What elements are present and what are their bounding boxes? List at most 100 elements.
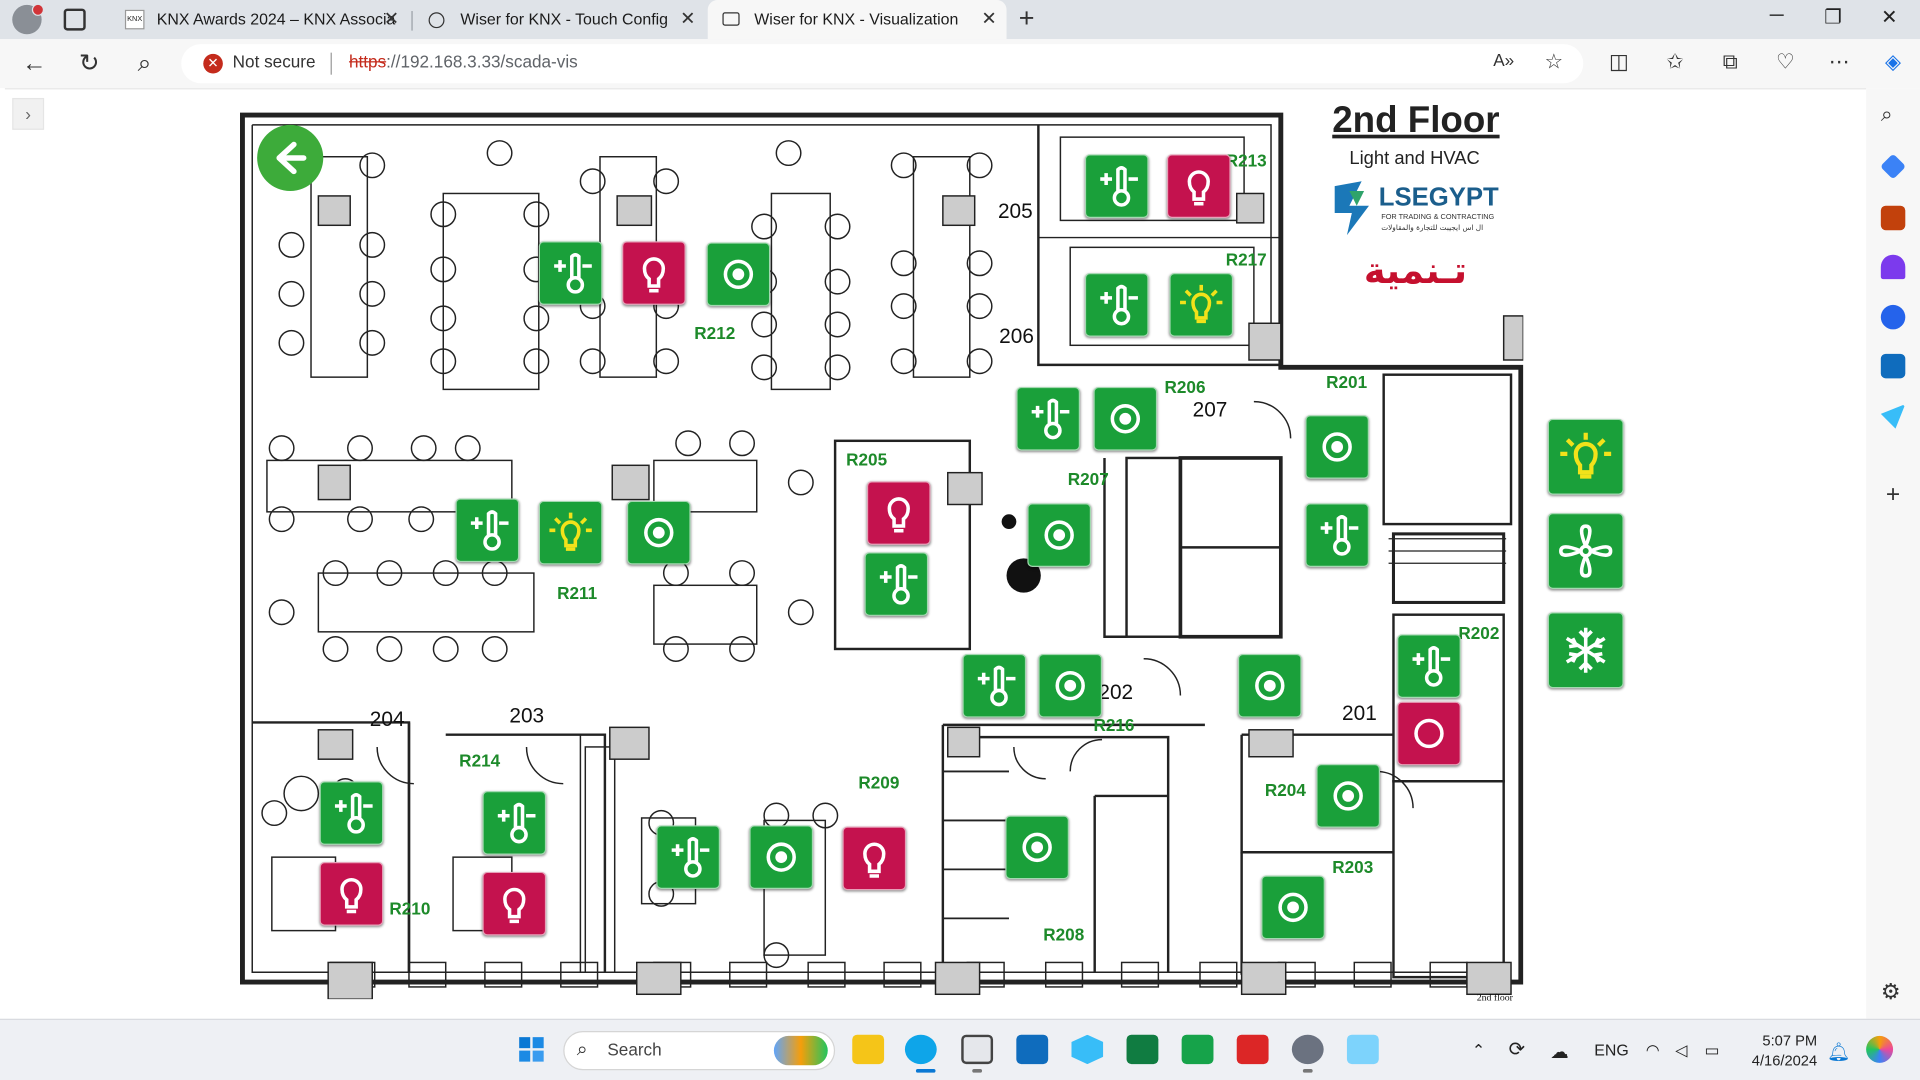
windows-start-icon[interactable] bbox=[518, 1036, 545, 1063]
edge-sidebar bbox=[1866, 88, 1920, 1019]
url-text[interactable]: https://192.168.3.33/scada-vis bbox=[348, 51, 578, 72]
address-bar[interactable] bbox=[181, 44, 1584, 84]
new-tab-button[interactable]: + bbox=[1018, 2, 1035, 34]
more-options-icon[interactable]: ⋯ bbox=[1828, 50, 1850, 74]
lsegypt-logo: LSEGYPT FOR TRADING & CONTRACTING ال اس … bbox=[1334, 181, 1499, 236]
tanmia-logo: تـنمية bbox=[1364, 249, 1467, 292]
thermostat-widget[interactable] bbox=[538, 241, 603, 305]
spreadsheet-app-icon[interactable] bbox=[1181, 1034, 1214, 1065]
light-bulb-on-widget[interactable] bbox=[1547, 418, 1624, 495]
snowflake-widget[interactable] bbox=[1547, 612, 1624, 689]
light-bulb-off-widget[interactable] bbox=[1166, 154, 1231, 218]
anydesk-icon[interactable] bbox=[1236, 1034, 1269, 1065]
tab-visualization[interactable]: Wiser for KNX - Visualization ✕ bbox=[707, 0, 1007, 40]
sidebar-search-icon[interactable]: ⌕ bbox=[1880, 102, 1893, 127]
light-bulb-on-widget[interactable] bbox=[1169, 273, 1234, 337]
edge-browser-icon[interactable] bbox=[904, 1034, 937, 1065]
thermostat-widget[interactable] bbox=[1397, 634, 1461, 698]
split-screen-icon[interactable]: ◫ bbox=[1608, 50, 1629, 74]
sensor-widget[interactable] bbox=[749, 825, 814, 889]
close-window-button[interactable]: ✕ bbox=[1881, 7, 1898, 29]
close-icon[interactable]: ✕ bbox=[680, 8, 696, 30]
refresh-icon[interactable]: ↻ bbox=[79, 50, 100, 78]
profile-avatar[interactable] bbox=[12, 3, 45, 35]
remote-desktop-icon[interactable] bbox=[961, 1034, 994, 1065]
sensor-widget[interactable] bbox=[1005, 815, 1069, 880]
collections-icon[interactable]: ⧉ bbox=[1722, 50, 1738, 74]
sensor-widget[interactable] bbox=[626, 500, 691, 565]
thermostat-widget[interactable] bbox=[1084, 273, 1149, 337]
light-bulb-on-widget[interactable] bbox=[538, 500, 603, 565]
not-secure-icon[interactable]: ✕ bbox=[203, 53, 223, 74]
sensor-widget[interactable] bbox=[1316, 764, 1381, 828]
sensor-widget[interactable] bbox=[1305, 415, 1369, 479]
thermostat-widget[interactable] bbox=[319, 781, 384, 845]
light-bulb-off-widget[interactable] bbox=[622, 241, 686, 305]
show-hidden-icons[interactable]: ⌃ bbox=[1471, 1040, 1486, 1060]
maximize-button[interactable]: ❐ bbox=[1824, 7, 1842, 29]
sensor-widget[interactable] bbox=[1261, 875, 1325, 940]
wifi-icon[interactable]: ◠ bbox=[1645, 1040, 1660, 1060]
thermostat-widget[interactable] bbox=[1084, 154, 1149, 218]
sidebar-settings-icon[interactable]: ⚙ bbox=[1880, 979, 1901, 1005]
sidebar-add-icon[interactable]: + bbox=[1885, 481, 1901, 509]
thermostat-widget[interactable] bbox=[1305, 503, 1369, 567]
settings-app-icon[interactable] bbox=[1291, 1034, 1324, 1065]
snipping-tool-icon[interactable] bbox=[1346, 1034, 1379, 1065]
power-widget[interactable] bbox=[1397, 701, 1461, 766]
close-icon[interactable]: ✕ bbox=[383, 8, 400, 30]
expand-panel-button[interactable]: › bbox=[12, 97, 45, 130]
sensor-widget[interactable] bbox=[1237, 653, 1302, 718]
fan-widget[interactable] bbox=[1547, 513, 1624, 589]
taskbar-clock[interactable]: 5:07 PM 4/16/2024 bbox=[1744, 1031, 1817, 1070]
light-bulb-off-widget[interactable] bbox=[482, 871, 547, 936]
thermostat-widget[interactable] bbox=[962, 653, 1027, 718]
clock-time: 5:07 PM bbox=[1762, 1032, 1818, 1050]
sidebar-outlook-icon[interactable] bbox=[1880, 353, 1906, 379]
copilot-icon[interactable]: ◈ bbox=[1885, 50, 1902, 74]
tab-knx-awards[interactable]: KNX KNX Awards 2024 – KNX Associa ✕ bbox=[110, 0, 409, 39]
sensor-widget[interactable] bbox=[1038, 653, 1103, 718]
sidebar-tools-icon[interactable] bbox=[1880, 205, 1906, 231]
excel-icon[interactable] bbox=[1126, 1034, 1159, 1065]
back-navigation-button[interactable] bbox=[257, 124, 324, 192]
language-indicator[interactable]: ENG bbox=[1594, 1040, 1629, 1060]
tab-actions-icon[interactable] bbox=[63, 8, 86, 31]
thermostat-widget[interactable] bbox=[656, 825, 721, 889]
tab-touch-config[interactable]: Wiser for KNX - Touch Config ✕ bbox=[414, 0, 705, 39]
sync-icon[interactable]: ⟳ bbox=[1508, 1039, 1525, 1061]
search-icon[interactable]: ⌕ bbox=[137, 50, 152, 78]
thermostat-widget[interactable] bbox=[455, 498, 520, 563]
light-bulb-off-widget[interactable] bbox=[319, 862, 384, 926]
outlook-icon[interactable] bbox=[1016, 1034, 1049, 1065]
sidebar-microsoft365-icon[interactable] bbox=[1880, 304, 1906, 330]
thermostat-widget[interactable] bbox=[864, 552, 929, 616]
copilot-taskbar-icon[interactable] bbox=[1866, 1035, 1894, 1063]
minimize-button[interactable]: ─ bbox=[1769, 4, 1784, 26]
thermostat-widget[interactable] bbox=[482, 791, 547, 855]
close-icon[interactable]: ✕ bbox=[981, 8, 997, 30]
favorites-icon[interactable]: ✩ bbox=[1666, 50, 1684, 74]
read-aloud-icon[interactable]: A» bbox=[1493, 50, 1515, 70]
light-bulb-off-widget[interactable] bbox=[866, 481, 931, 545]
floor-plan bbox=[240, 112, 1524, 1000]
thermostat-widget[interactable] bbox=[1016, 386, 1081, 451]
battery-icon[interactable]: ▭ bbox=[1704, 1040, 1720, 1060]
not-secure-label[interactable]: Not secure bbox=[232, 51, 316, 72]
onedrive-icon[interactable]: ☁ bbox=[1550, 1042, 1569, 1063]
sensor-widget[interactable] bbox=[706, 242, 771, 307]
light-bulb-off-widget[interactable] bbox=[842, 826, 907, 891]
svg-text:ال اس ايجيبت للتجارة والمقاولا: ال اس ايجيبت للتجارة والمقاولات bbox=[1381, 223, 1483, 232]
back-icon[interactable]: ← bbox=[22, 50, 47, 78]
room-label-r217: R217 bbox=[1225, 249, 1267, 270]
browser-essentials-icon[interactable]: ♡ bbox=[1775, 50, 1795, 74]
file-explorer-icon[interactable] bbox=[852, 1034, 885, 1065]
taskbar-search-text[interactable]: Search bbox=[607, 1039, 662, 1060]
sensor-widget[interactable] bbox=[1093, 386, 1158, 451]
notification-bell-icon[interactable]: 🔔︎ bbox=[1826, 1042, 1851, 1063]
favorite-star-icon[interactable]: ☆ bbox=[1544, 50, 1564, 74]
room-label-r208: R208 bbox=[1043, 924, 1085, 945]
volume-icon[interactable]: ◁ bbox=[1675, 1040, 1688, 1060]
sensor-widget[interactable] bbox=[1027, 503, 1092, 567]
sidebar-games-icon[interactable] bbox=[1880, 254, 1906, 280]
